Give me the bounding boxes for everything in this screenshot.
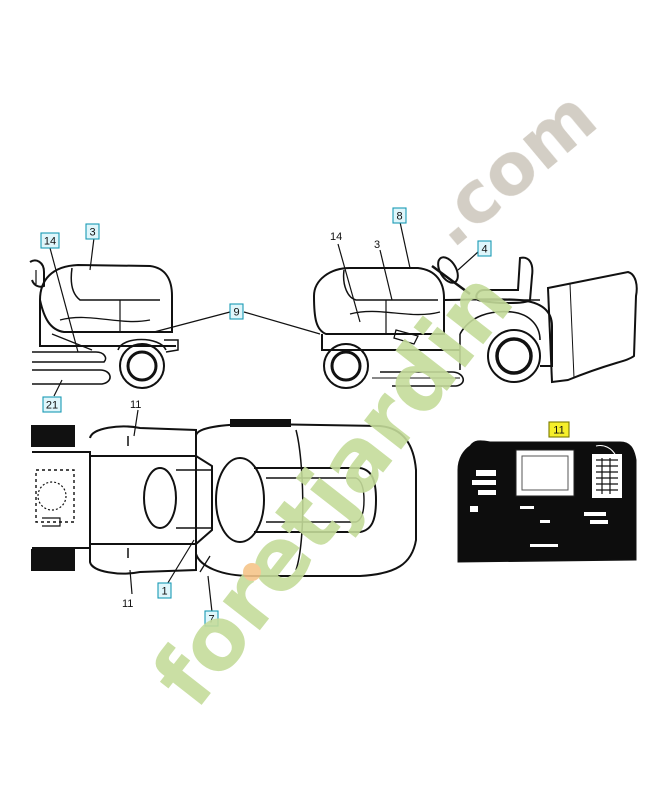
leader-lines: [49, 221, 479, 613]
label-14-right: 14: [330, 231, 342, 243]
callout-4: 4: [477, 240, 492, 257]
mower-side-view-left: [29, 259, 179, 389]
label-11-bottom: 11: [122, 598, 133, 610]
callout-7: 7: [204, 610, 219, 627]
callout-3-left: 3: [85, 223, 100, 240]
svg-text:21: 21: [46, 400, 58, 412]
svg-text:8: 8: [396, 211, 402, 223]
svg-text:.com: .com: [409, 74, 612, 263]
callout-9: 9: [229, 303, 244, 320]
callout-1: 1: [157, 582, 172, 599]
svg-text:4: 4: [481, 244, 487, 256]
label-11-top: 11: [130, 399, 141, 411]
svg-text:7: 7: [208, 614, 214, 626]
svg-text:14: 14: [44, 236, 56, 248]
callout-14-left: 14: [40, 232, 60, 249]
callout-8: 8: [392, 207, 407, 224]
label-3-right: 3: [374, 239, 380, 251]
callout-11-decal: 11: [548, 421, 570, 438]
svg-text:3: 3: [89, 227, 95, 239]
decal-panel: [457, 440, 637, 563]
watermark-logo: foretjardin .com: [134, 74, 612, 725]
svg-text:11: 11: [553, 425, 564, 437]
callout-21: 21: [42, 396, 62, 413]
svg-text:9: 9: [233, 307, 239, 319]
svg-text:1: 1: [161, 586, 167, 598]
mower-top-view: [31, 419, 417, 577]
mower-side-view-right: [312, 256, 638, 389]
